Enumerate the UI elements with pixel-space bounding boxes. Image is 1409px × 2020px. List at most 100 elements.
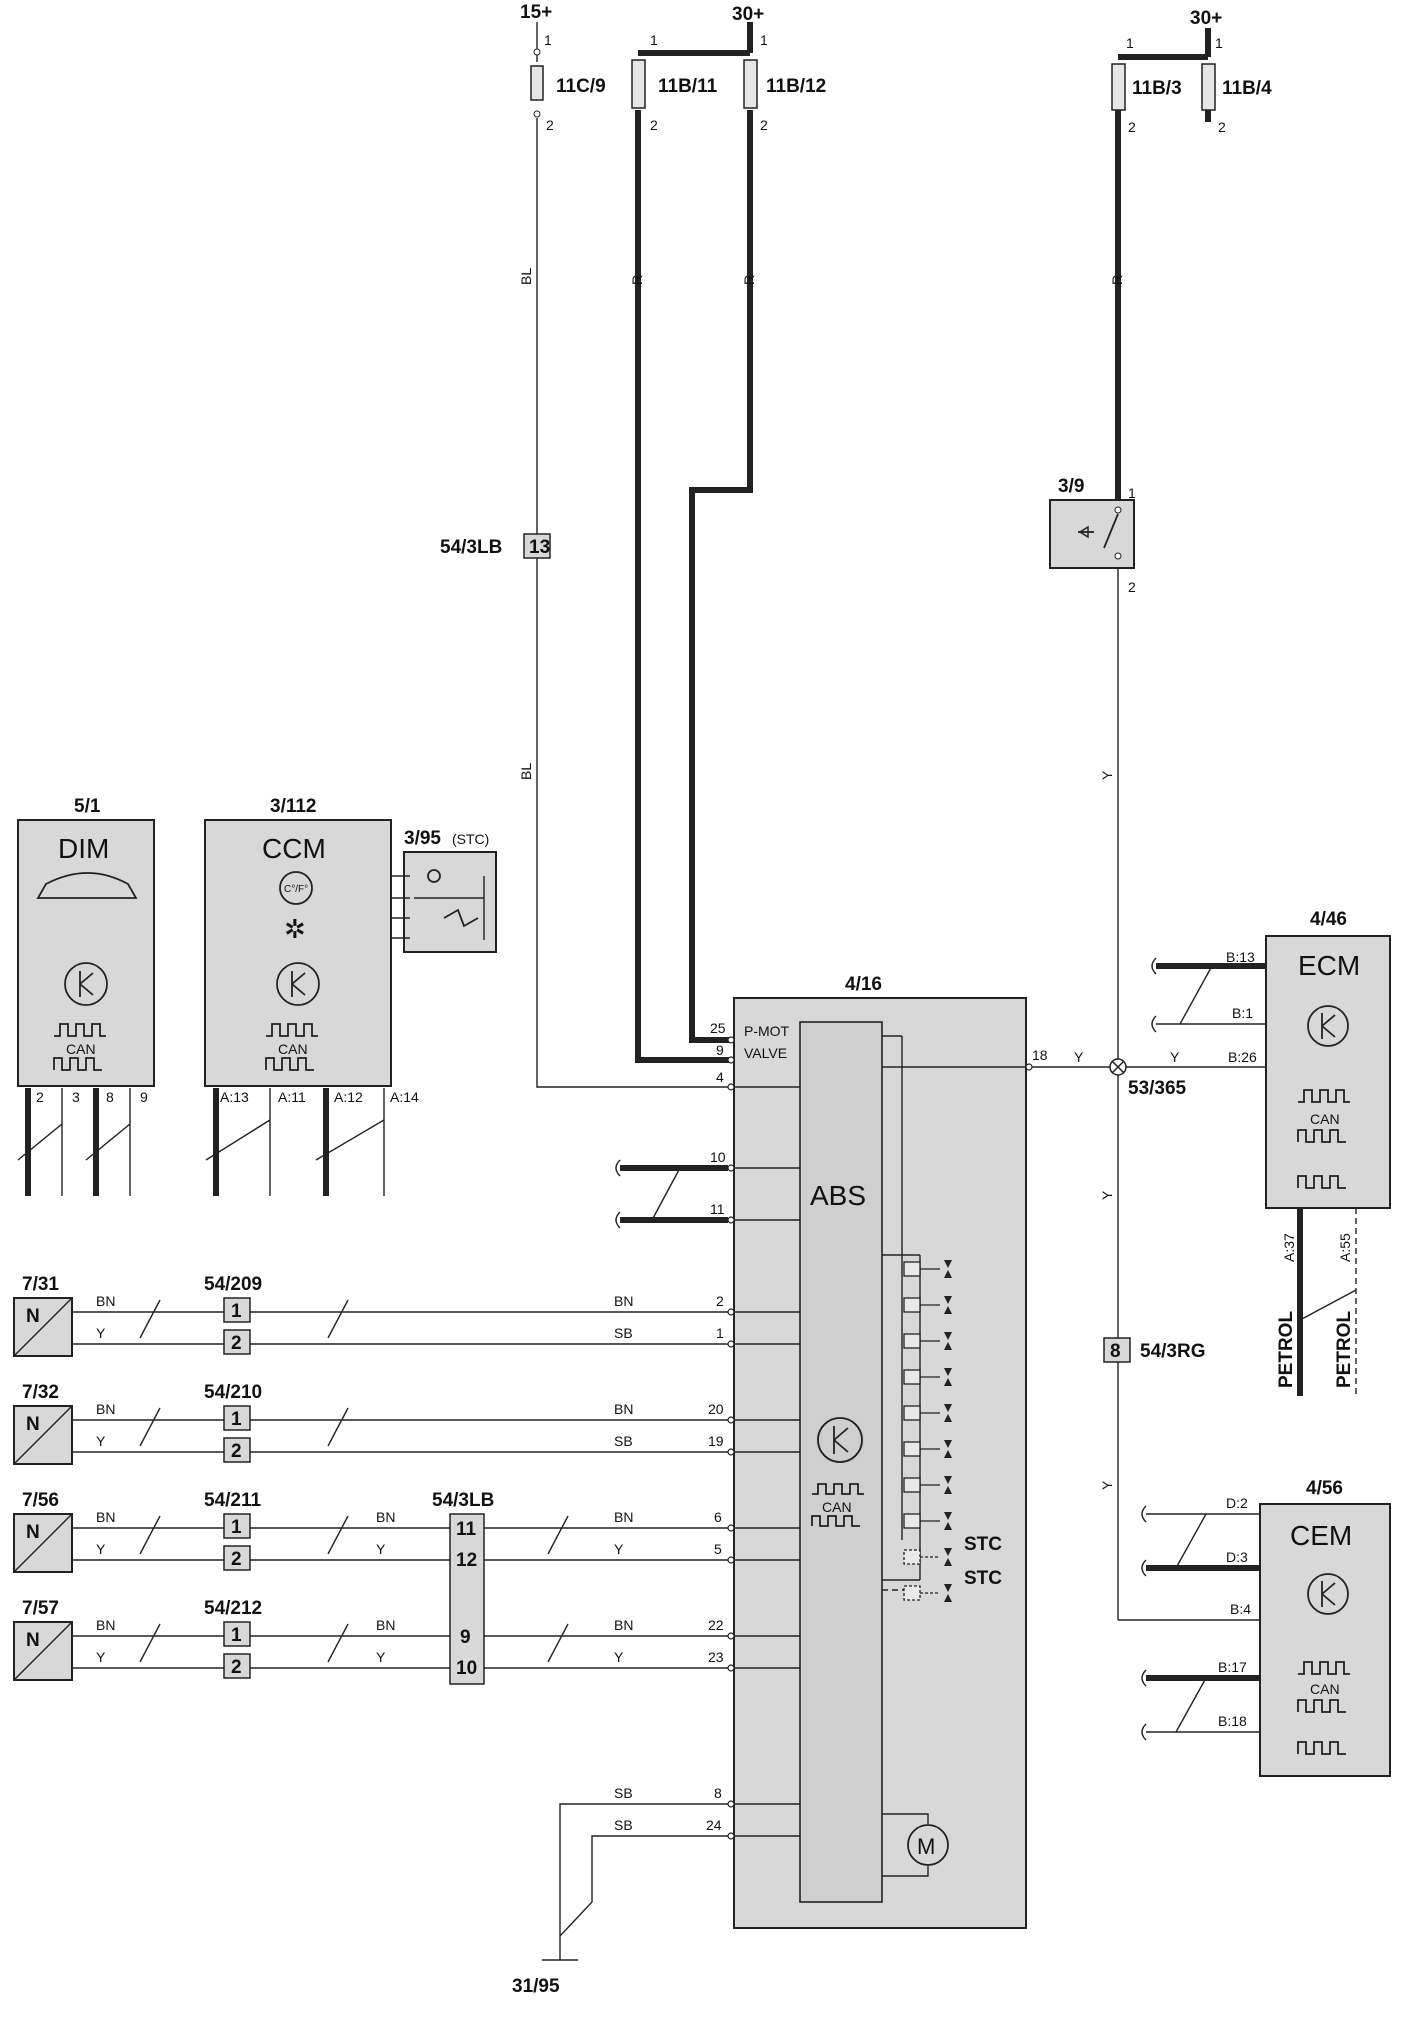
valve-arrow-icon bbox=[944, 1548, 952, 1556]
svg-text:2: 2 bbox=[650, 117, 658, 133]
valve-arrow-icon bbox=[944, 1476, 952, 1484]
valve-coil bbox=[903, 1405, 921, 1421]
fuse-11b3-label: 11B/3 bbox=[1132, 78, 1182, 99]
svg-text:Y: Y bbox=[376, 1541, 386, 1557]
svg-text:6: 6 bbox=[714, 1509, 722, 1525]
svg-text:2: 2 bbox=[1128, 119, 1136, 135]
ccm-temp-icon: C°/F° bbox=[284, 884, 308, 895]
svg-text:12: 12 bbox=[456, 1550, 477, 1571]
svg-text:BN: BN bbox=[376, 1617, 395, 1633]
svg-text:A:12: A:12 bbox=[334, 1089, 363, 1105]
valve-arrow-icon bbox=[944, 1522, 952, 1530]
svg-text:Y: Y bbox=[96, 1325, 106, 1341]
svg-text:5: 5 bbox=[714, 1541, 722, 1557]
valve-coil bbox=[903, 1297, 921, 1313]
svg-text:A:14: A:14 bbox=[390, 1089, 419, 1105]
svg-text:N: N bbox=[26, 1522, 40, 1543]
valve-coil bbox=[903, 1477, 921, 1493]
svg-text:8: 8 bbox=[1110, 1341, 1121, 1362]
svg-text:Y: Y bbox=[96, 1433, 106, 1449]
svg-text:1: 1 bbox=[231, 1517, 242, 1538]
valve-coil bbox=[903, 1261, 921, 1277]
svg-text:D:3: D:3 bbox=[1226, 1549, 1248, 1565]
connector-54-3lb-label: 54/3LB bbox=[440, 537, 502, 558]
svg-text:B:17: B:17 bbox=[1218, 1659, 1247, 1675]
ccm-module: 3/112 CCM C°/F° ✲ CAN A:13 A:11 A:12 A:1… bbox=[204, 796, 497, 1196]
fuse-11b3 bbox=[1111, 63, 1126, 111]
valve-arrow-icon bbox=[944, 1368, 952, 1376]
splice-53-365: Y Y 53/365 bbox=[1030, 1049, 1266, 1099]
motor-label: M bbox=[917, 1834, 935, 1859]
svg-text:13: 13 bbox=[529, 537, 550, 558]
svg-text:Y: Y bbox=[1099, 1190, 1115, 1200]
svg-text:2: 2 bbox=[231, 1441, 242, 1462]
svg-text:BN: BN bbox=[614, 1617, 633, 1633]
svg-text:SB: SB bbox=[614, 1325, 633, 1341]
svg-text:9: 9 bbox=[460, 1627, 471, 1648]
svg-text:A:11: A:11 bbox=[278, 1089, 306, 1105]
valve-arrow-icon bbox=[944, 1260, 952, 1268]
svg-text:D:2: D:2 bbox=[1226, 1495, 1248, 1511]
svg-text:1: 1 bbox=[716, 1325, 724, 1341]
connector-54-212-label: 54/212 bbox=[204, 1598, 262, 1619]
svg-text:1: 1 bbox=[231, 1409, 242, 1430]
svg-text:24: 24 bbox=[706, 1817, 722, 1833]
svg-text:Y: Y bbox=[96, 1541, 106, 1557]
ccm-id: 3/112 bbox=[270, 796, 317, 817]
svg-text:B:18: B:18 bbox=[1218, 1713, 1247, 1729]
svg-text:2: 2 bbox=[1128, 579, 1136, 595]
svg-text:20: 20 bbox=[708, 1401, 724, 1417]
svg-text:1: 1 bbox=[231, 1625, 242, 1646]
svg-text:4: 4 bbox=[716, 1069, 724, 1085]
svg-text:BN: BN bbox=[614, 1293, 633, 1309]
dim-id: 5/1 bbox=[74, 796, 101, 817]
valve-arrow-icon bbox=[944, 1486, 952, 1494]
svg-text:Y: Y bbox=[614, 1541, 624, 1557]
ecm-petrol-2: PETROL bbox=[1334, 1311, 1355, 1388]
supply-section: 15+ 30+ 30+ 1 2 11C/9 1 1 2 2 11B/11 11B… bbox=[520, 2, 1272, 135]
sensor-7-56-label: 7/56 bbox=[22, 1490, 59, 1511]
stc-label-2: STC bbox=[964, 1568, 1002, 1589]
can-stubs-abs bbox=[615, 1159, 728, 1229]
svg-text:P-MOT: P-MOT bbox=[744, 1023, 790, 1039]
dim-name: DIM bbox=[58, 833, 109, 864]
svg-text:9: 9 bbox=[716, 1042, 724, 1058]
svg-text:BN: BN bbox=[614, 1509, 633, 1525]
abs-name: ABS bbox=[810, 1180, 866, 1211]
connector-54-3rg-label: 54/3RG bbox=[1140, 1341, 1205, 1362]
supply-30-left: 30+ bbox=[732, 4, 764, 25]
ecm-id: 4/46 bbox=[1310, 909, 1347, 930]
svg-text:1: 1 bbox=[1215, 35, 1223, 51]
svg-text:BN: BN bbox=[614, 1401, 633, 1417]
svg-text:1: 1 bbox=[544, 32, 552, 48]
wheel-sensors: 7/31 N BN Y BN SB 54/209 1 2 7/32 N BN Y… bbox=[13, 1274, 728, 1685]
ground-31-95-label: 31/95 bbox=[512, 1976, 560, 1997]
svg-text:1: 1 bbox=[1126, 35, 1134, 51]
fuse-11c9-label: 11C/9 bbox=[556, 76, 606, 97]
svg-text:BL: BL bbox=[518, 268, 534, 285]
brake-light-switch: 3/9 1 2 Y Y Y bbox=[1049, 476, 1136, 1620]
svg-text:B:13: B:13 bbox=[1226, 949, 1255, 965]
svg-text:2: 2 bbox=[231, 1333, 242, 1354]
svg-text:R: R bbox=[1109, 275, 1125, 285]
valve-coil bbox=[903, 1369, 921, 1385]
svg-text:BN: BN bbox=[96, 1293, 115, 1309]
connector-54-211-label: 54/211 bbox=[204, 1490, 261, 1511]
valve-arrow-icon bbox=[944, 1296, 952, 1304]
snowflake-icon: ✲ bbox=[284, 914, 306, 944]
sensor-7-31-label: 7/31 bbox=[22, 1274, 59, 1295]
svg-text:22: 22 bbox=[708, 1617, 724, 1633]
abs-can-label: CAN bbox=[822, 1499, 852, 1515]
fuse-11b12 bbox=[743, 59, 758, 109]
svg-text:3: 3 bbox=[72, 1089, 80, 1105]
fuse-11b11-label: 11B/11 bbox=[658, 76, 718, 97]
svg-text:B:4: B:4 bbox=[1230, 1601, 1251, 1617]
svg-text:10: 10 bbox=[710, 1149, 726, 1165]
svg-text:R: R bbox=[629, 275, 645, 285]
valve-arrow-icon bbox=[944, 1440, 952, 1448]
svg-text:Y: Y bbox=[96, 1649, 106, 1665]
stc-switch-tag: (STC) bbox=[452, 831, 489, 847]
valve-arrow-icon bbox=[944, 1342, 952, 1350]
stc-label-1: STC bbox=[964, 1534, 1002, 1555]
svg-text:A:55: A:55 bbox=[1337, 1233, 1353, 1262]
